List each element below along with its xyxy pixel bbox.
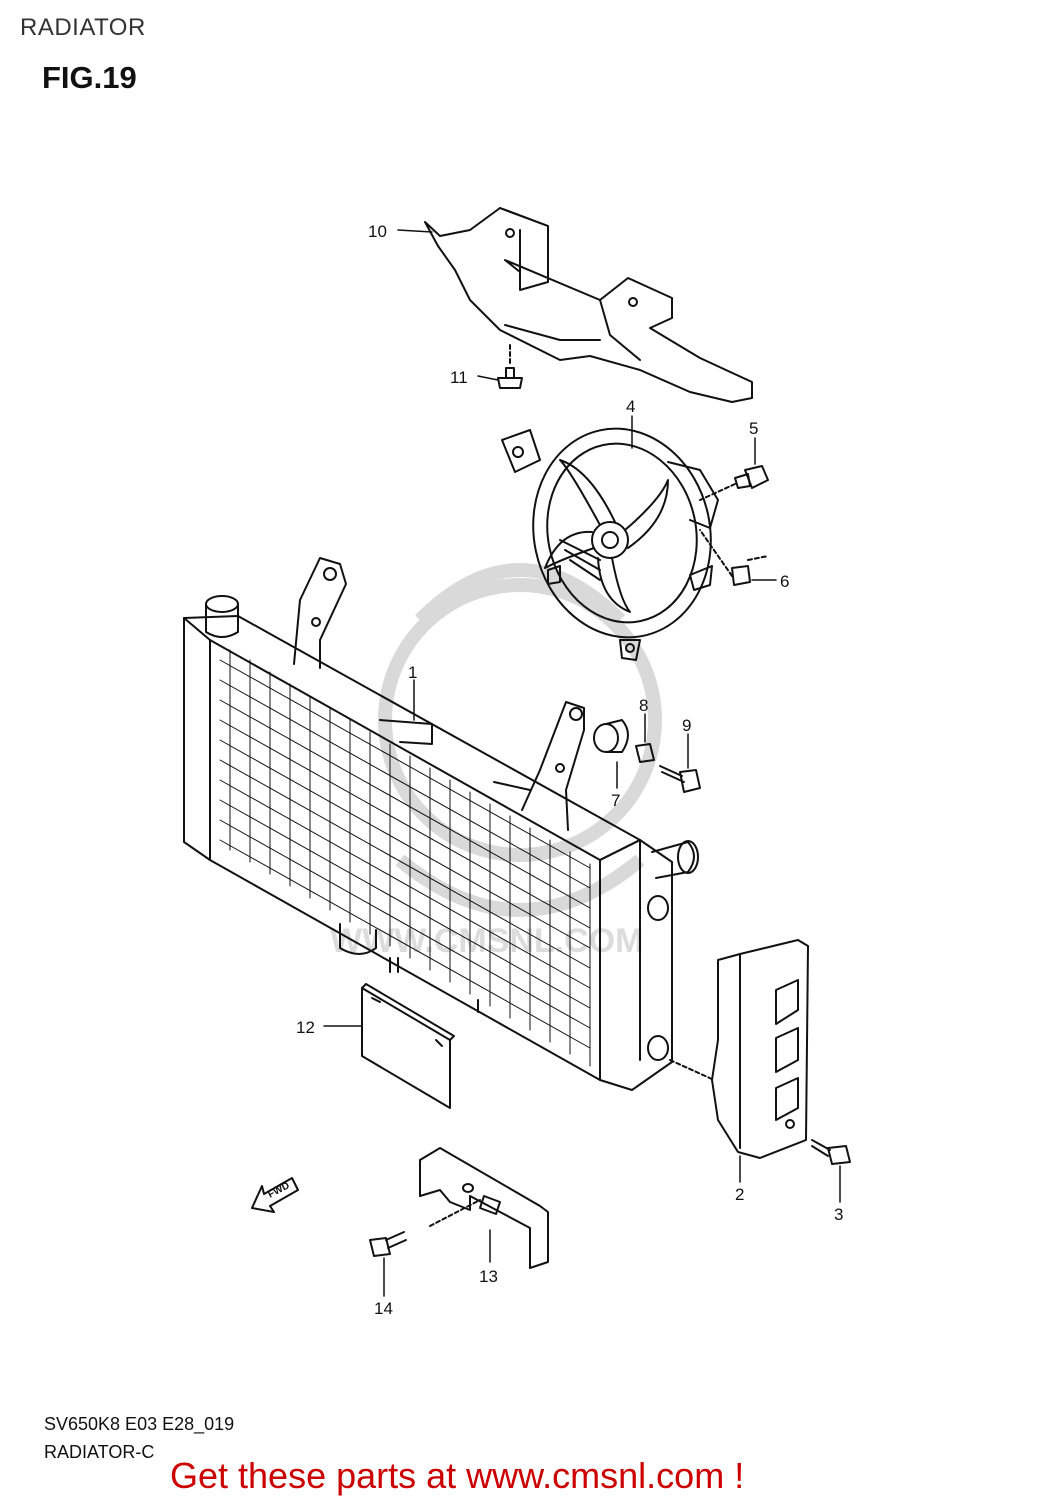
part-1-radiator [183, 557, 699, 1091]
part-5-bolt [699, 465, 769, 501]
diagram-subtitle: RADIATOR-C [44, 1442, 155, 1462]
diagram-code: SV650K8 E03 E28_019 [44, 1414, 235, 1434]
part-9-bolt [659, 765, 701, 793]
callout-13: 13 [479, 1267, 498, 1286]
leader-lines [323, 229, 841, 1297]
callout-5: 5 [749, 419, 758, 438]
part-8-collar [635, 743, 655, 763]
callout-1: 1 [408, 663, 417, 682]
callout-3: 3 [834, 1205, 843, 1224]
callout-9: 9 [682, 716, 691, 735]
callout-2: 2 [735, 1185, 744, 1204]
part-7-grommet [593, 719, 629, 753]
part-6-nut [699, 529, 769, 586]
part-2-side-shroud [669, 939, 809, 1159]
part-3-screw [811, 1139, 851, 1165]
part-11-clip [497, 344, 523, 389]
part-4-fan [501, 427, 719, 661]
callout-14: 14 [374, 1299, 393, 1318]
part-12-plate [361, 983, 455, 1109]
fwd-arrow-icon: FWD [251, 1177, 299, 1213]
part-13-bracket [419, 1147, 549, 1269]
callout-8: 8 [639, 696, 648, 715]
callout-4: 4 [626, 397, 635, 416]
figure-label: FIG.19 [42, 60, 137, 95]
promo-link[interactable]: Get these parts at www.cmsnl.com ! [170, 1455, 745, 1496]
watermark-text: WWW.CMSNL.COM [330, 922, 644, 960]
callout-10: 10 [368, 222, 387, 241]
callout-6: 6 [780, 572, 789, 591]
page-title: RADIATOR [20, 14, 146, 41]
callout-7: 7 [611, 791, 620, 810]
part-14-bolt [369, 1231, 407, 1257]
part-10-cover [424, 207, 753, 403]
callout-11: 11 [450, 368, 468, 387]
callout-12: 12 [296, 1018, 315, 1037]
